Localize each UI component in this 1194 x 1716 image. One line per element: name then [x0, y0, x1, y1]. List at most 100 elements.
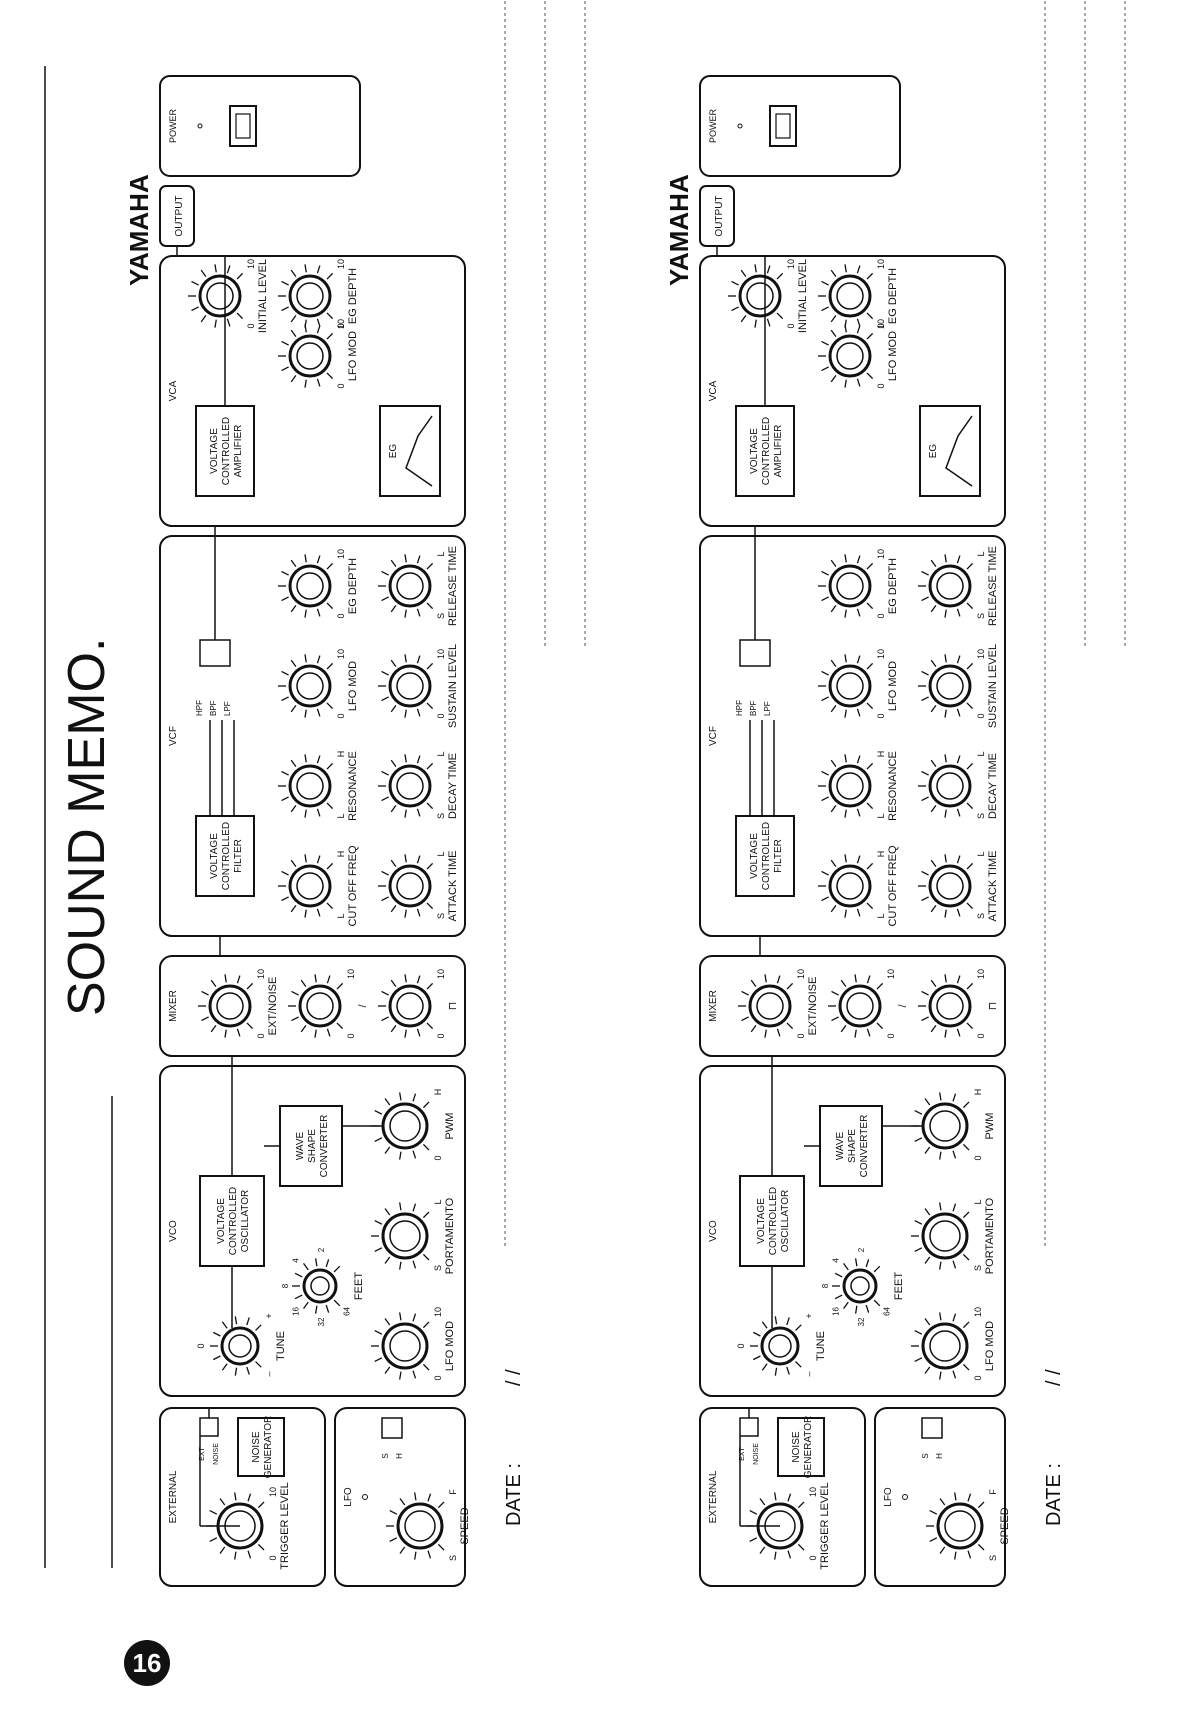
knob-tick [390, 859, 397, 867]
knob-min-label: S [976, 813, 986, 819]
knob-tick [212, 1331, 221, 1337]
knob-tick [291, 990, 299, 996]
knob-tick [876, 1022, 884, 1030]
wave-shape-converter-box-text: WAVESHAPECONVERTER [295, 1115, 330, 1178]
knob-tick [200, 315, 207, 323]
knob-tick [290, 905, 297, 913]
knob-tick [404, 909, 407, 918]
knob-tick [761, 1363, 768, 1371]
knob-max-label: L [436, 751, 446, 756]
knob-tick [290, 859, 297, 867]
knob-tick [427, 1550, 432, 1559]
knob-tick [930, 705, 937, 713]
knob-tick [939, 1092, 942, 1101]
knob-tick [866, 272, 874, 280]
knob-min-label: 0 [886, 1033, 896, 1038]
knob-label: LFO MOD [444, 1321, 456, 1371]
knob-tick [210, 1025, 217, 1033]
ext-label: EXT [199, 1446, 206, 1460]
knob-tick [834, 1294, 843, 1300]
knob-cap [836, 872, 864, 900]
knob-tick [956, 655, 961, 664]
knob-tick [962, 1321, 970, 1329]
knob-max-label: 10 [796, 969, 806, 979]
knob-cap [756, 992, 784, 1020]
label-line: OSCILLATOR [780, 1190, 791, 1252]
knob-tick [776, 272, 784, 280]
knob-tick [426, 562, 434, 570]
knob-tick [294, 1294, 303, 1300]
knob-tick [416, 708, 421, 717]
knob-tick [412, 1370, 417, 1379]
knob-tick [300, 1025, 307, 1033]
knob-tick [326, 1028, 331, 1037]
knob-tick [966, 762, 974, 770]
knob-cap [936, 872, 964, 900]
mixer-saw-knob: /010 [828, 969, 909, 1039]
knob-tick [830, 759, 837, 767]
knob-tick [219, 1546, 226, 1554]
knob-max-label: 10 [973, 1307, 983, 1317]
knob-tick [226, 318, 231, 327]
feet-value: 4 [832, 1258, 841, 1263]
knob-min-label: 0 [336, 383, 346, 388]
knob-min-label: 0 [433, 1375, 443, 1380]
knob-tick [326, 312, 334, 320]
label-line: VOLTAGE [756, 1198, 767, 1244]
knob-label: SPEED [459, 1507, 471, 1544]
lfo-wave-h: H [935, 1453, 944, 1459]
knob-ring [828, 564, 872, 608]
knob-cap [296, 772, 324, 800]
knob-tick [787, 1550, 792, 1559]
knob-tick [374, 1109, 383, 1115]
knob-cap [396, 872, 424, 900]
knob-tick [921, 770, 929, 776]
knob-ring [220, 1326, 260, 1366]
knob-ring [928, 764, 972, 808]
feet-value: 2 [857, 1247, 866, 1252]
knob-tick [750, 1025, 757, 1033]
knob-tick [384, 1318, 391, 1326]
knob-tick [830, 605, 837, 613]
knob-tick [952, 1260, 957, 1269]
label-line: VOLTAGE [749, 428, 760, 474]
knob-tick [412, 1313, 417, 1322]
knob-tick [914, 1357, 923, 1363]
knob-tick [214, 319, 217, 328]
knob-min-label: 0 [433, 1155, 443, 1160]
filter-type-switch [199, 639, 231, 667]
knob-tick [314, 1258, 318, 1267]
lfo-wave-s: S [921, 1453, 930, 1458]
knob-tick [924, 1366, 931, 1374]
knob-tick [924, 1098, 931, 1106]
knob-tick [316, 808, 321, 817]
knob-tick [821, 670, 829, 676]
knob-tick [914, 1247, 923, 1253]
knob-tick [201, 1016, 209, 1022]
knob-min-label: S [436, 613, 446, 619]
knob-cap [296, 672, 324, 700]
knob-label: SUSTAIN LEVEL [447, 644, 459, 728]
knob-ring [828, 664, 872, 708]
knob-tick [752, 1331, 761, 1337]
knob-tick [316, 318, 321, 327]
knob-tick [944, 809, 947, 818]
label-line: NOISE [791, 1431, 802, 1462]
power-led [737, 123, 743, 129]
noise-generator-box [237, 1417, 285, 1477]
knob-tick [834, 1272, 843, 1278]
oscillator-box-text: VOLTAGECONTROLLEDOSCILLATOR [216, 1187, 251, 1255]
knob-tick [930, 759, 937, 767]
date-separator: / / [1043, 1369, 1065, 1386]
knob-ring [302, 1268, 338, 1304]
knob-max-label: 10 [876, 259, 886, 269]
knob-tick [787, 1493, 792, 1502]
knob-tick [281, 870, 289, 876]
knob-tick [326, 975, 331, 984]
knob-tick [316, 555, 321, 564]
